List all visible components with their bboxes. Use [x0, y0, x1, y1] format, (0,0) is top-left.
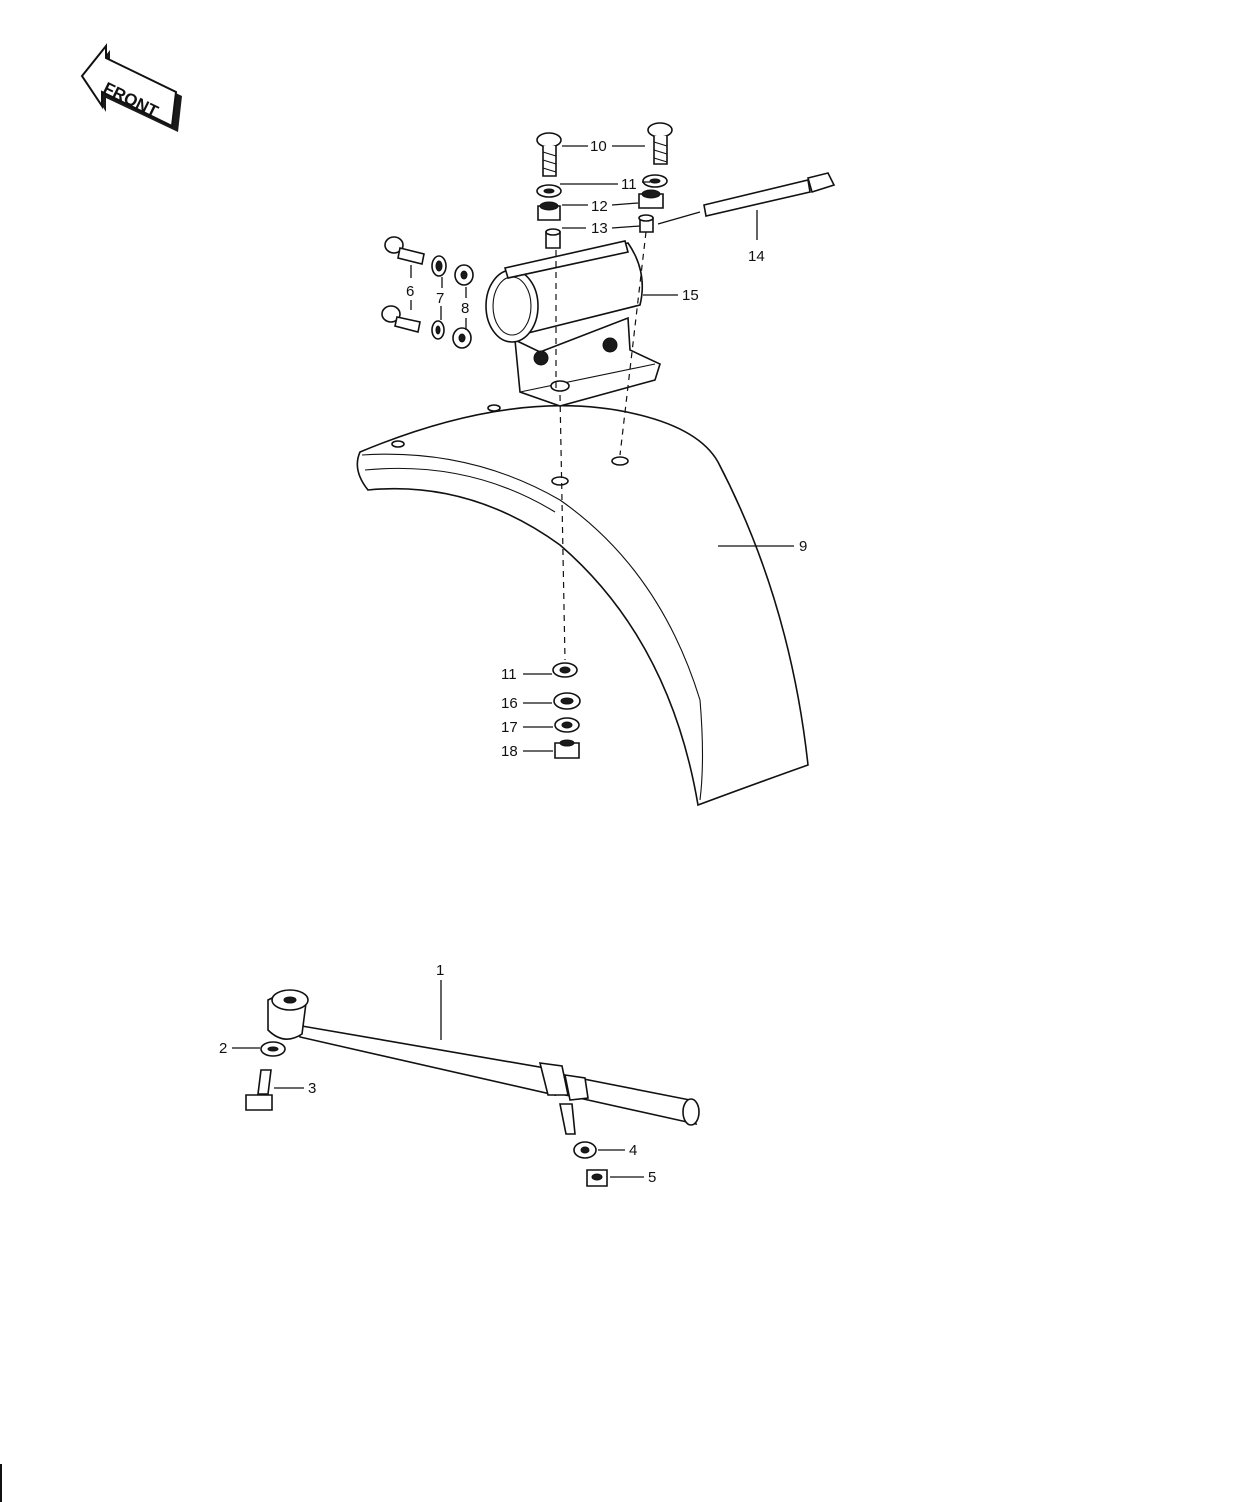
nut-18 — [554, 739, 580, 759]
callout-2: 2 — [219, 1040, 227, 1057]
callout-11-lower: 11 — [501, 666, 517, 683]
callout-13: 13 — [591, 220, 608, 237]
bolt-3 — [245, 1069, 273, 1111]
callout-6: 6 — [406, 283, 414, 300]
callout-12: 12 — [591, 198, 608, 215]
lock-washer-7-upper — [431, 255, 447, 277]
bolt-6-lower — [381, 305, 421, 333]
collar-13-right — [638, 214, 654, 233]
washer-11-right — [642, 174, 668, 188]
alignment-line-right — [619, 231, 647, 456]
leader-lines — [232, 145, 794, 1178]
callout-1: 1 — [436, 962, 444, 979]
callout-8: 8 — [461, 300, 469, 317]
bolt-14 — [703, 172, 836, 217]
washer-11-lower — [552, 662, 578, 678]
nut-5 — [586, 1169, 608, 1187]
nut-12-left — [537, 201, 561, 221]
bolt-6-upper — [384, 236, 425, 265]
washer-8-lower — [452, 327, 472, 349]
torque-link-1 — [267, 989, 700, 1135]
lock-washer-7-lower — [431, 320, 445, 340]
fender-bracket — [485, 240, 661, 407]
washer-16 — [553, 692, 581, 710]
callout-15: 15 — [682, 287, 699, 304]
callout-10: 10 — [590, 138, 607, 155]
front-arrow-icon: FRONT — [80, 43, 182, 132]
washer-11-left — [536, 184, 562, 198]
callout-5: 5 — [648, 1169, 656, 1186]
screw-10-right — [647, 122, 673, 165]
callout-3: 3 — [308, 1080, 316, 1097]
washer-2 — [260, 1041, 286, 1057]
callout-17: 17 — [501, 719, 518, 736]
callout-11-upper: 11 — [621, 176, 637, 193]
screw-10-left — [536, 132, 562, 177]
callout-18: 18 — [501, 743, 518, 760]
nut-12-right — [638, 189, 664, 209]
callout-9: 9 — [799, 538, 807, 555]
collar-13-left — [545, 228, 561, 249]
callout-4: 4 — [629, 1142, 637, 1159]
edge-mark — [0, 1464, 2, 1502]
callout-16: 16 — [501, 695, 518, 712]
callout-7: 7 — [436, 290, 444, 307]
callout-14: 14 — [748, 248, 765, 265]
washer-4 — [573, 1141, 597, 1159]
lock-washer-17 — [554, 717, 580, 733]
washer-8-upper — [454, 264, 474, 286]
fender — [356, 404, 809, 807]
alignment-line-left — [555, 250, 566, 661]
